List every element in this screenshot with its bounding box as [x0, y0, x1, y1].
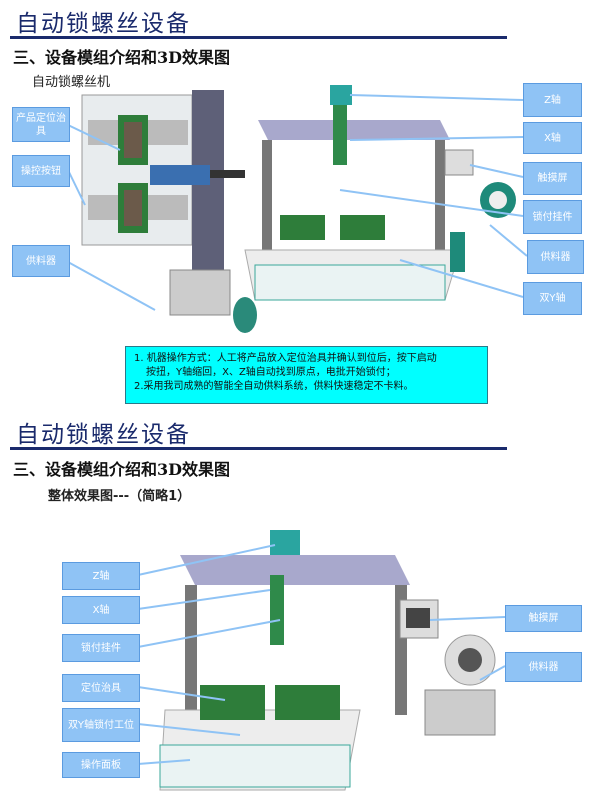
slide2-caption: 整体效果图---（简略1）: [48, 489, 191, 504]
callout-leaders: [67, 94, 528, 765]
slide1-subtitle: 三、设备模组介绍和3D效果图: [13, 48, 231, 67]
callout2-operation-panel: 操作面板: [62, 752, 140, 778]
machine-3d-illustration-1: [244, 85, 516, 301]
callout-x-axis: X轴: [523, 122, 582, 154]
callout-feeder: 供料器: [12, 245, 70, 277]
slide2-title: 自动锁螺丝设备: [16, 422, 191, 448]
info-line-1: 1. 机器操作方式：人工将产品放入定位治具并确认到位后，按下启动: [134, 353, 437, 364]
callout2-fixture: 定位治具: [62, 674, 140, 702]
callout2-feeder: 供料器: [505, 652, 582, 682]
callout-fixture: 产品定位治具: [12, 107, 70, 142]
title-rule: [10, 36, 507, 39]
title-rule-2: [10, 447, 507, 450]
callout-screw-module: 锁付挂件: [523, 200, 582, 234]
callout-z-axis: Z轴: [523, 83, 582, 117]
info-line-2: 按扭，Y轴缩回，X、Z轴自动找到原点，电批开始锁付；: [146, 367, 396, 378]
callout-dual-y-axis: 双Y轴: [523, 282, 582, 315]
info-line-3: 2.采用我司成熟的智能全自动供料系统，供料快速稳定不卡料。: [134, 381, 414, 392]
slide2-subtitle: 三、设备模组介绍和3D效果图: [13, 460, 231, 479]
machine-3d-illustration-2: [159, 530, 496, 791]
callout2-screw-module: 锁付挂件: [62, 634, 140, 662]
operation-info-box: 1. 机器操作方式：人工将产品放入定位治具并确认到位后，按下启动 按扭，Y轴缩回…: [125, 346, 488, 404]
callout2-z-axis: Z轴: [62, 562, 140, 590]
callout-feeder-right: 供料器: [527, 240, 584, 274]
callout-control-buttons: 操控按钮: [12, 155, 70, 187]
slide1-title: 自动锁螺丝设备: [16, 11, 191, 37]
machine-topview-illustration: [81, 90, 257, 333]
callout-touchscreen: 触摸屏: [523, 162, 582, 195]
callout2-touchscreen: 触摸屏: [505, 605, 582, 632]
callout2-x-axis: X轴: [62, 596, 140, 624]
slide1-caption: 自动锁螺丝机: [32, 75, 111, 90]
callout2-dual-y-station: 双Y轴锁付工位: [62, 708, 140, 742]
